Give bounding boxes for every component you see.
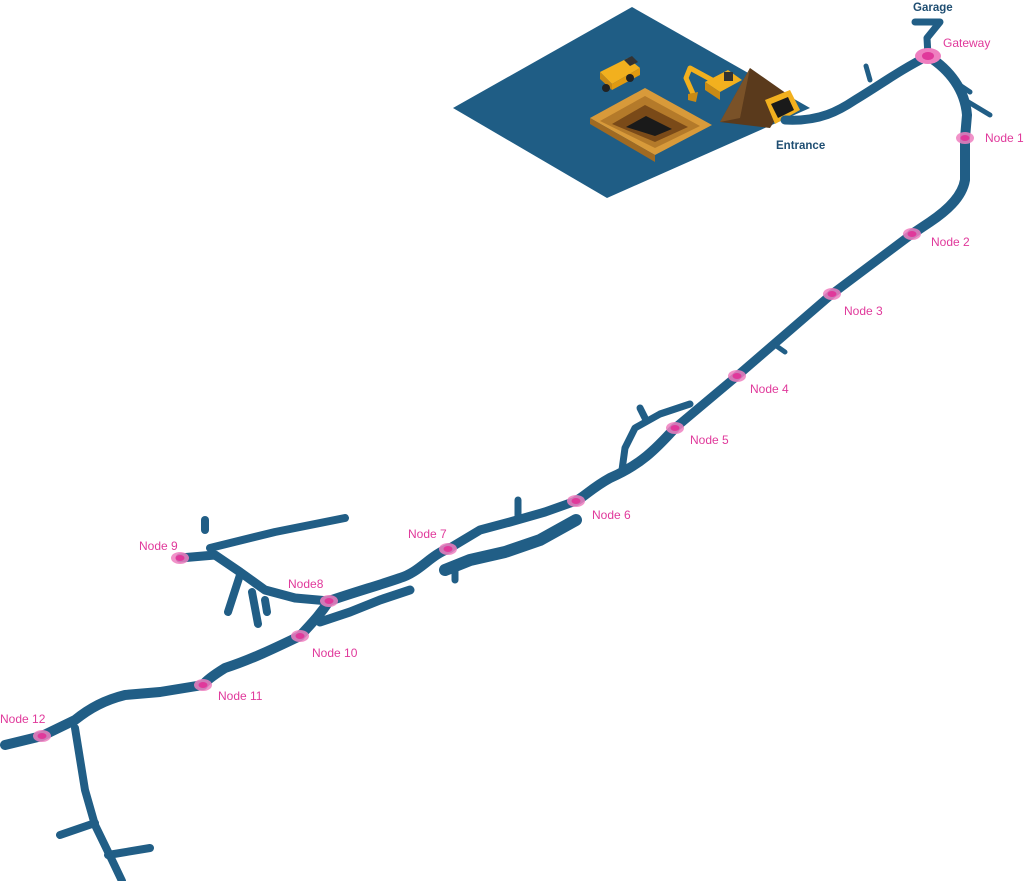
node-6-marker-core: [571, 498, 581, 504]
node-9-marker-core: [175, 555, 185, 561]
node-2-label: Node 2: [931, 235, 970, 249]
node7-stub: [451, 496, 522, 584]
node12-south-branch: [71, 724, 126, 881]
node-1-marker-core: [960, 135, 970, 141]
node-7-marker-core: [443, 546, 453, 552]
node-5-label: Node 5: [690, 433, 729, 447]
entrance-label: Entrance: [776, 140, 825, 152]
node8-node9: [175, 550, 334, 606]
excavator-icon: [683, 65, 742, 102]
side-spur-1: [863, 63, 873, 83]
node-12-label: Node 12: [0, 712, 46, 726]
node-6-label: Node 6: [592, 508, 631, 522]
node-7-label: Node 7: [408, 527, 447, 541]
node-10-marker-core: [295, 633, 305, 639]
side-spur-3: [772, 342, 788, 355]
gateway-label: Gateway: [943, 36, 990, 50]
node-markers: Node 1 Node 2 Node 3 Node 4 Node 5 Node 6 Node…: [0, 48, 1024, 742]
node6-node7-lower: [439, 514, 582, 576]
node-4-marker-core: [732, 373, 742, 379]
node-9-label: Node 9: [139, 539, 178, 553]
node-11-marker-core: [198, 682, 208, 688]
mine-portal-icon: [720, 68, 800, 128]
entrance-drift: [780, 51, 933, 125]
node6-node7-upper: [445, 496, 581, 553]
parallel-drift: [315, 585, 415, 627]
node7-node8: [324, 543, 455, 606]
open-pit-icon: [590, 88, 712, 162]
node-8-marker-core: [324, 598, 334, 604]
node-2-marker-core: [907, 231, 917, 237]
south-stubs: [56, 819, 154, 859]
node-11-label: Node 11: [218, 689, 263, 703]
node5-branch-stub: [636, 404, 649, 422]
node5-branch: [618, 400, 694, 474]
node-12-marker-core: [37, 733, 47, 739]
node9-south-branches: [224, 571, 271, 628]
haul-truck-icon: [600, 56, 640, 92]
node-4-label: Node 4: [750, 382, 789, 396]
node9-north-branch: [206, 514, 349, 552]
main-decline: [670, 229, 917, 433]
surface-area: [453, 7, 810, 198]
node-3-label: Node 3: [844, 304, 883, 318]
side-spur-2: [952, 79, 993, 118]
node-5-marker-core: [670, 425, 680, 431]
garage-label: Garage: [913, 2, 953, 14]
node-3-marker-core: [827, 291, 837, 297]
decline-to-node6: [571, 423, 680, 506]
node-8-label: Node8: [288, 577, 324, 591]
gateway-marker-core: [922, 52, 934, 60]
node-10-label: Node 10: [312, 646, 358, 660]
tunnel-network: [0, 18, 993, 881]
node-1-label: Node 1: [985, 131, 1024, 145]
